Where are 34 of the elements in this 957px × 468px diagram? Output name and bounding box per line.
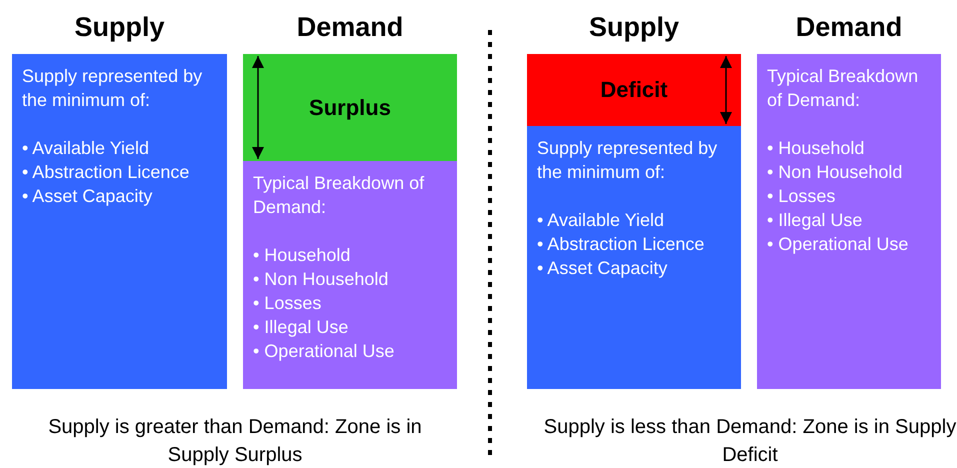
bullet-item: • Abstraction Licence	[537, 233, 706, 256]
bullet-item: • Household	[767, 137, 866, 160]
column-heading: Supply	[73, 12, 166, 43]
box-intro: Supply represented by the minimum of:	[22, 65, 204, 112]
bullet-item: • Losses	[253, 292, 322, 315]
gap-box	[527, 54, 741, 126]
info-box	[12, 54, 227, 389]
bullet-item: • Available Yield	[22, 137, 150, 160]
column-heading: Demand	[794, 12, 904, 43]
bullet-item: • Illegal Use	[767, 209, 864, 232]
info-box	[757, 54, 941, 389]
gap-box	[243, 54, 457, 161]
bullet-item: • Non Household	[767, 161, 904, 184]
bullet-item: • Losses	[767, 185, 836, 208]
bullet-item: • Non Household	[253, 268, 390, 291]
box-intro: Typical Breakdown of Demand:	[253, 172, 426, 219]
bullet-item: • Operational Use	[253, 340, 396, 363]
info-box	[527, 126, 741, 389]
bullet-item: • Asset Capacity	[537, 257, 668, 280]
bullet-item: • Household	[253, 244, 352, 267]
info-box	[243, 161, 457, 389]
box-intro: Typical Breakdown of Demand:	[767, 65, 920, 112]
bullet-item: • Illegal Use	[253, 316, 350, 339]
bullet-item: • Asset Capacity	[22, 185, 154, 208]
box-intro: Supply represented by the minimum of:	[537, 137, 718, 184]
bullet-item: • Operational Use	[767, 233, 910, 256]
caption: Supply is greater than Demand: Zone is in Supply Surplus	[47, 415, 423, 468]
column-heading: Demand	[296, 12, 404, 43]
column-heading: Supply	[588, 12, 680, 43]
box-title: Deficit	[600, 77, 668, 103]
bullet-item: • Abstraction Licence	[22, 161, 190, 184]
box-title: Surplus	[309, 94, 391, 120]
caption: Supply is less than Demand: Zone is in Supply Deficit	[542, 415, 957, 468]
bullet-item: • Available Yield	[537, 209, 666, 232]
